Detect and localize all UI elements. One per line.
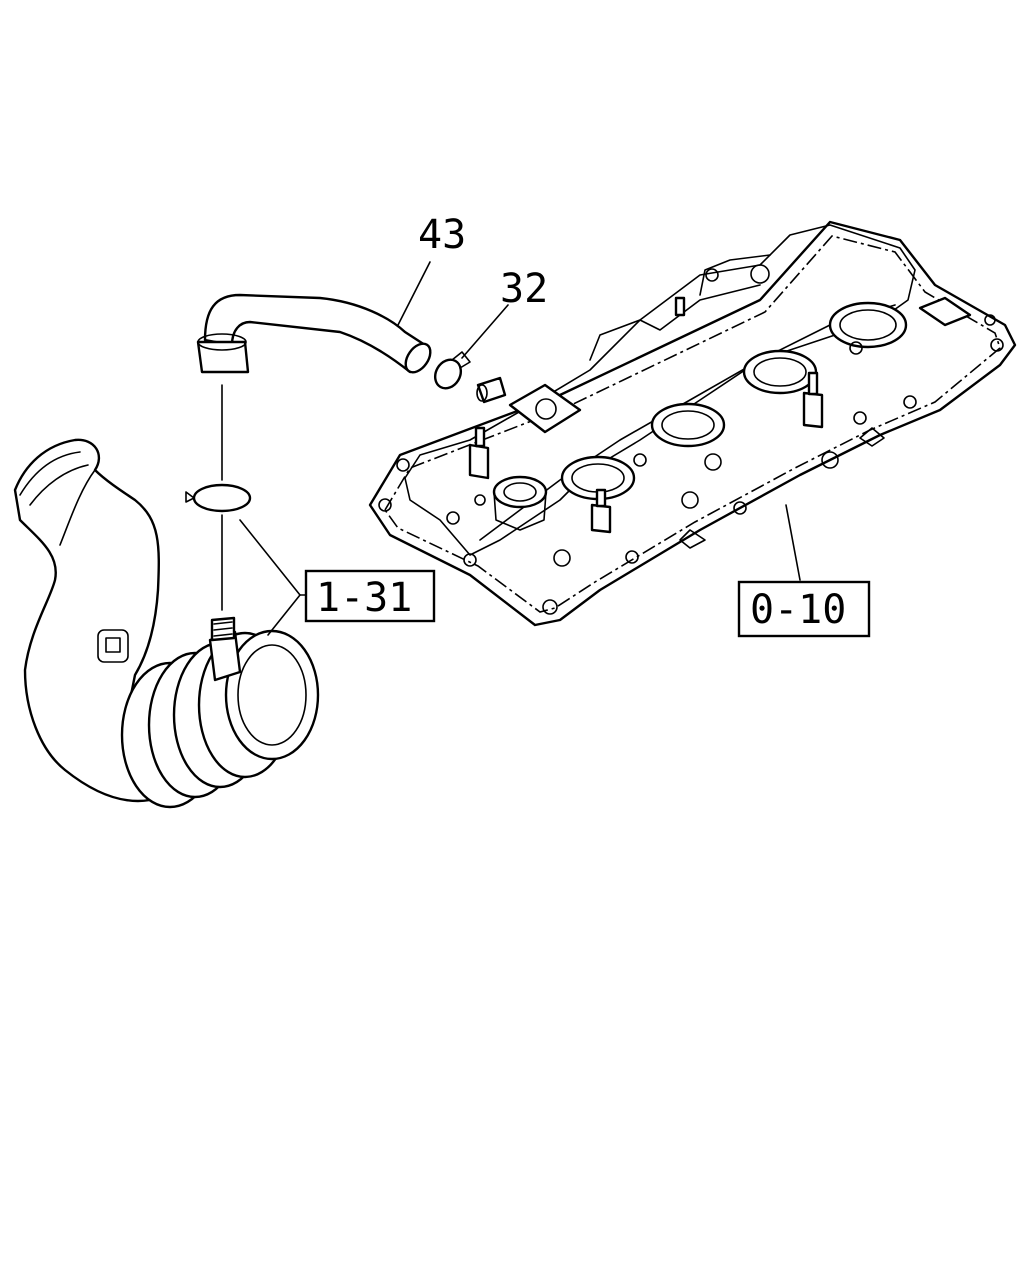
callout-32: 32 xyxy=(500,266,548,312)
leader-lines xyxy=(239,261,801,636)
hose-clamp xyxy=(433,351,471,390)
spring-clamp xyxy=(185,384,252,611)
breather-hose xyxy=(196,293,432,374)
valve-cover xyxy=(368,220,1017,627)
ref-box-1-31: 1-31 xyxy=(304,569,436,623)
callout-43: 43 xyxy=(418,212,466,258)
intake-duct xyxy=(13,438,320,809)
callout-1-31: 1-31 xyxy=(316,575,412,621)
ref-box-0-10: 0-10 xyxy=(737,580,871,638)
callout-0-10: 0-10 xyxy=(750,587,846,633)
